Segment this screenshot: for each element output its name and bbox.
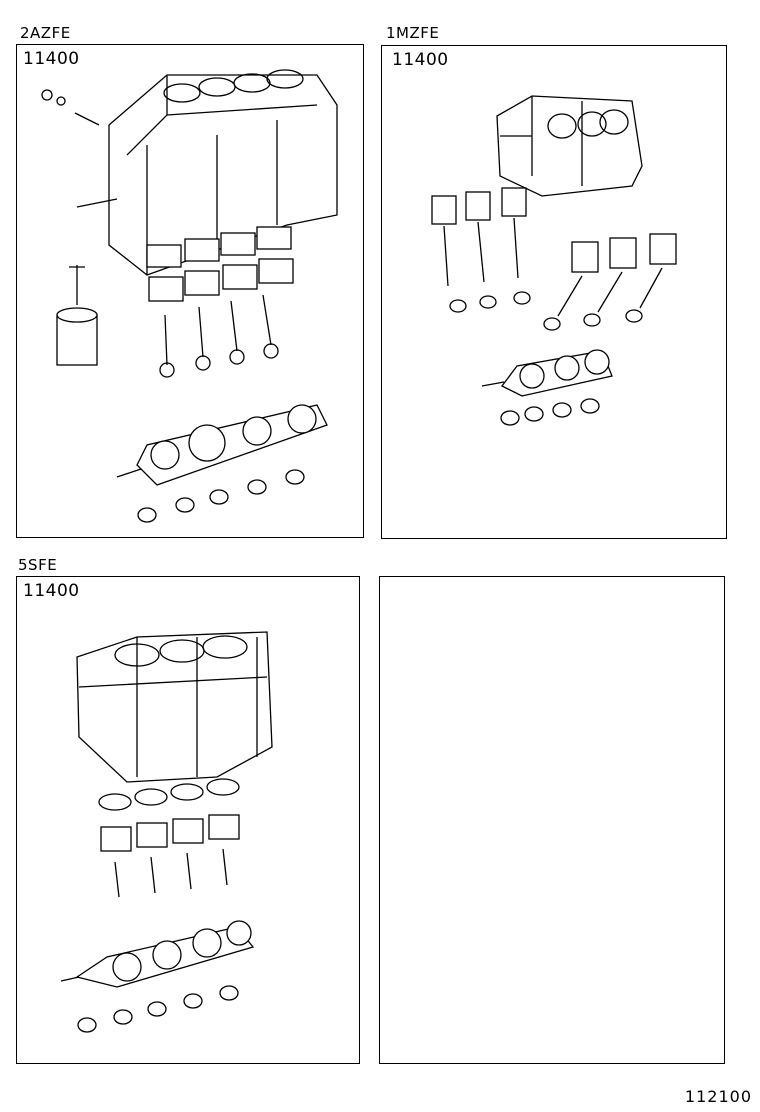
part-number[interactable]: 11400 (23, 49, 80, 69)
part-number[interactable]: 11400 (392, 50, 449, 70)
page-id: 112100 (684, 1087, 752, 1106)
part-number[interactable]: 11400 (23, 581, 80, 601)
engine-label-5sfe: 5SFE (18, 556, 58, 574)
engine-exploded-view-icon (431, 95, 677, 426)
panel-2azfe[interactable]: 11400 (16, 44, 364, 538)
panel-1mzfe[interactable]: 11400 (381, 45, 727, 539)
engine-exploded-view-icon (41, 69, 338, 523)
engine-exploded-view-icon (60, 631, 273, 1033)
engine-label-2azfe: 2AZFE (20, 24, 71, 42)
engine-label-1mzfe: 1MZFE (386, 24, 440, 42)
panel-5sfe[interactable]: 11400 (16, 576, 360, 1064)
panel-empty (379, 576, 725, 1064)
